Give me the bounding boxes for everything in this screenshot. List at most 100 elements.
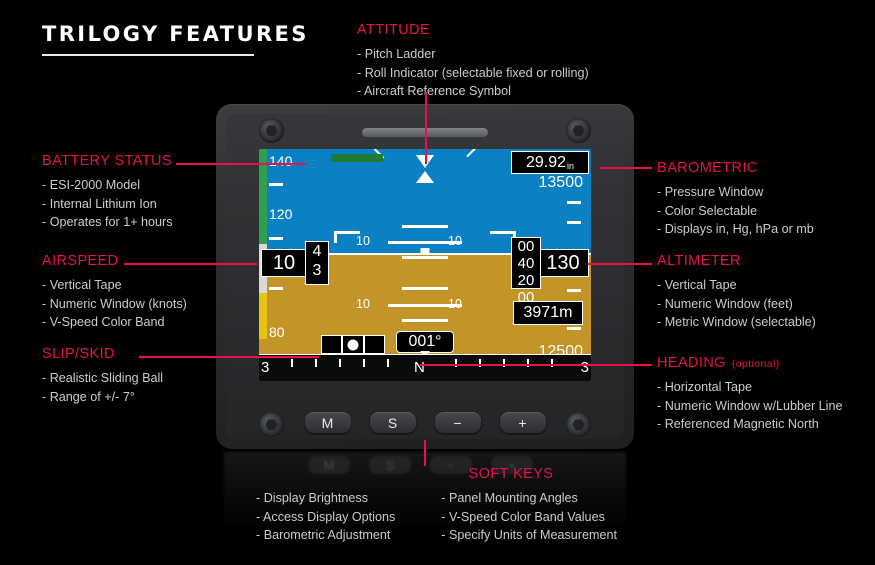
pitch-label-lower-left: 10 bbox=[356, 297, 370, 311]
altimeter-digit-2: 40 bbox=[517, 255, 535, 272]
callout-airspeed: AIRSPEED - Vertical Tape - Numeric Windo… bbox=[42, 253, 187, 332]
callout-altimeter-heading: ALTIMETER bbox=[657, 253, 741, 269]
page-title-block: TRILOGY FEATURES bbox=[42, 24, 309, 56]
callout-airspeed-heading: AIRSPEED bbox=[42, 253, 119, 269]
callout-barometric-heading: BAROMETRIC bbox=[657, 160, 758, 176]
soft-key-plus[interactable]: + bbox=[499, 412, 546, 433]
bezel-screw-bottom-right bbox=[566, 412, 591, 437]
callout-attitude-item-0: - Pitch Ladder bbox=[357, 47, 436, 61]
leader-softkeys bbox=[424, 440, 426, 466]
callout-slipskid-item-1: - Range of +/- 7° bbox=[42, 389, 135, 404]
callout-battery-item-2: - Operates for 1+ hours bbox=[42, 215, 173, 229]
altimeter-digit-1: 00 bbox=[517, 238, 535, 255]
aircraft-reference-center bbox=[420, 248, 430, 255]
callout-softkeys-left-2: - Barometric Adjustment bbox=[256, 528, 391, 542]
callout-airspeed-item-1: - Numeric Window (knots) bbox=[42, 296, 187, 311]
callout-attitude: ATTITUDE - Pitch Ladder - Roll Indicator… bbox=[357, 22, 589, 101]
callout-softkeys-right-2: - Specify Units of Measurement bbox=[441, 528, 617, 542]
bezel-screw-bottom-left bbox=[259, 412, 284, 437]
callout-slipskid-item-0: - Realistic Sliding Ball bbox=[42, 371, 164, 385]
callout-heading: HEADING (optional) - Horizontal Tape - Nu… bbox=[657, 355, 842, 434]
callout-altimeter-item-0: - Vertical Tape bbox=[657, 278, 737, 292]
airspeed-green-band bbox=[259, 149, 267, 245]
airspeed-digit-upper: 4 bbox=[312, 243, 322, 260]
callout-heading-item-2: - Referenced Magnetic North bbox=[657, 417, 819, 431]
callout-softkeys-left-0: - Display Brightness bbox=[256, 491, 368, 505]
reflection-key-plus: + bbox=[491, 456, 533, 474]
leader-altimeter bbox=[588, 263, 652, 265]
altitude-label-13500: 13500 bbox=[538, 174, 584, 191]
leader-slipskid bbox=[139, 356, 319, 358]
reflection-key-minus: − bbox=[430, 456, 472, 474]
callout-barometric: BAROMETRIC - Pressure Window - Color Sel… bbox=[657, 160, 814, 239]
callout-barometric-item-0: - Pressure Window bbox=[657, 185, 764, 199]
callout-airspeed-item-2: - V-Speed Color Band bbox=[42, 315, 165, 329]
pitch-label-upper-left: 10 bbox=[356, 234, 370, 248]
callout-softkeys-heading: SOFT KEYS bbox=[468, 466, 554, 482]
callout-attitude-item-1: - Roll Indicator (selectable fixed or ro… bbox=[357, 65, 589, 80]
pfd-screen: 10 10 10 10 bbox=[259, 149, 591, 381]
altimeter-numeric-window: 130 bbox=[537, 249, 589, 277]
callout-softkeys-left-1: - Access Display Options bbox=[256, 509, 396, 524]
callout-battery-item-1: - Internal Lithium Ion bbox=[42, 196, 157, 211]
heading-numeric-window: 001° bbox=[396, 331, 454, 353]
title-underline bbox=[42, 54, 254, 56]
callout-heading-optional: (optional) bbox=[731, 358, 780, 370]
soft-key-s[interactable]: S bbox=[369, 412, 416, 433]
callout-slipskid-heading: SLIP/SKID bbox=[42, 346, 115, 362]
airspeed-digit-lower: 3 bbox=[312, 262, 322, 279]
pitch-label-lower-right: 10 bbox=[448, 297, 462, 311]
airspeed-label-120: 120 bbox=[269, 206, 293, 222]
reflection-key-m: M bbox=[308, 456, 350, 474]
reflection-key-s: S bbox=[369, 456, 411, 474]
heading-tape: 3 N 3 bbox=[259, 354, 591, 381]
airspeed-label-80: 80 bbox=[269, 324, 285, 340]
callout-heading-item-1: - Numeric Window w/Lubber Line bbox=[657, 398, 843, 413]
barometric-pressure-window: 29.92 in bbox=[511, 151, 589, 174]
callout-softkeys-right-1: - V-Speed Color Band Values bbox=[441, 509, 605, 524]
airspeed-label-140: 140 bbox=[269, 153, 293, 169]
callout-attitude-heading: ATTITUDE bbox=[357, 22, 431, 38]
altimeter-digit-3: 20 bbox=[517, 272, 535, 289]
airspeed-rolling-digits: 4 3 bbox=[305, 241, 329, 285]
barometric-value: 29.92 bbox=[525, 153, 567, 171]
barometric-units: in bbox=[567, 161, 575, 171]
leader-barometric bbox=[600, 167, 652, 169]
callout-slipskid: SLIP/SKID - Realistic Sliding Ball - Ran… bbox=[42, 346, 163, 406]
heading-cardinal-north: N bbox=[414, 359, 425, 376]
callout-softkeys-right-0: - Panel Mounting Angles bbox=[441, 491, 578, 505]
slip-skid-ball bbox=[347, 339, 359, 350]
soft-key-minus[interactable]: − bbox=[434, 412, 481, 433]
airspeed-yellow-band bbox=[259, 292, 267, 340]
callout-battery: BATTERY STATUS - ESI-2000 Model - Intern… bbox=[42, 153, 173, 232]
soft-key-m[interactable]: M bbox=[304, 412, 351, 433]
roll-sky-pointer-icon bbox=[416, 171, 434, 183]
page-title: TRILOGY FEATURES bbox=[42, 22, 309, 46]
vspeed-color-band bbox=[331, 154, 383, 162]
callout-softkeys: SOFT KEYS - Display Brightness - Access … bbox=[256, 466, 646, 545]
callout-heading-heading: HEADING (optional) bbox=[657, 355, 842, 371]
altimeter-rolling-digits: 00 40 20 00 bbox=[511, 237, 541, 306]
heading-label-right: 3 bbox=[580, 359, 589, 376]
callout-heading-item-0: - Horizontal Tape bbox=[657, 380, 752, 394]
bezel-screw-top-right bbox=[566, 118, 591, 143]
callout-altimeter: ALTIMETER - Vertical Tape - Numeric Wind… bbox=[657, 253, 816, 332]
altimeter-metric-window: 3971m bbox=[513, 301, 583, 325]
slip-skid-indicator bbox=[321, 335, 385, 354]
pitch-label-upper-right: 10 bbox=[448, 234, 462, 248]
leader-airspeed bbox=[124, 263, 257, 265]
callout-attitude-item-2: - Aircraft Reference Symbol bbox=[357, 84, 511, 98]
leader-heading bbox=[420, 364, 652, 366]
callout-altimeter-item-2: - Metric Window (selectable) bbox=[657, 315, 816, 329]
callout-heading-title: HEADING bbox=[657, 355, 726, 371]
callout-battery-item-0: - ESI-2000 Model bbox=[42, 178, 141, 192]
airspeed-numeric-window: 10 bbox=[261, 249, 307, 277]
bezel-screw-top-left bbox=[259, 118, 284, 143]
callout-barometric-item-2: - Displays in, Hg, hPa or mb bbox=[657, 222, 814, 236]
soft-key-row: M S − + bbox=[216, 412, 634, 433]
leader-battery bbox=[176, 163, 306, 165]
heading-label-left: 3 bbox=[261, 359, 270, 376]
leader-attitude bbox=[425, 92, 427, 164]
callout-airspeed-item-0: - Vertical Tape bbox=[42, 278, 122, 292]
